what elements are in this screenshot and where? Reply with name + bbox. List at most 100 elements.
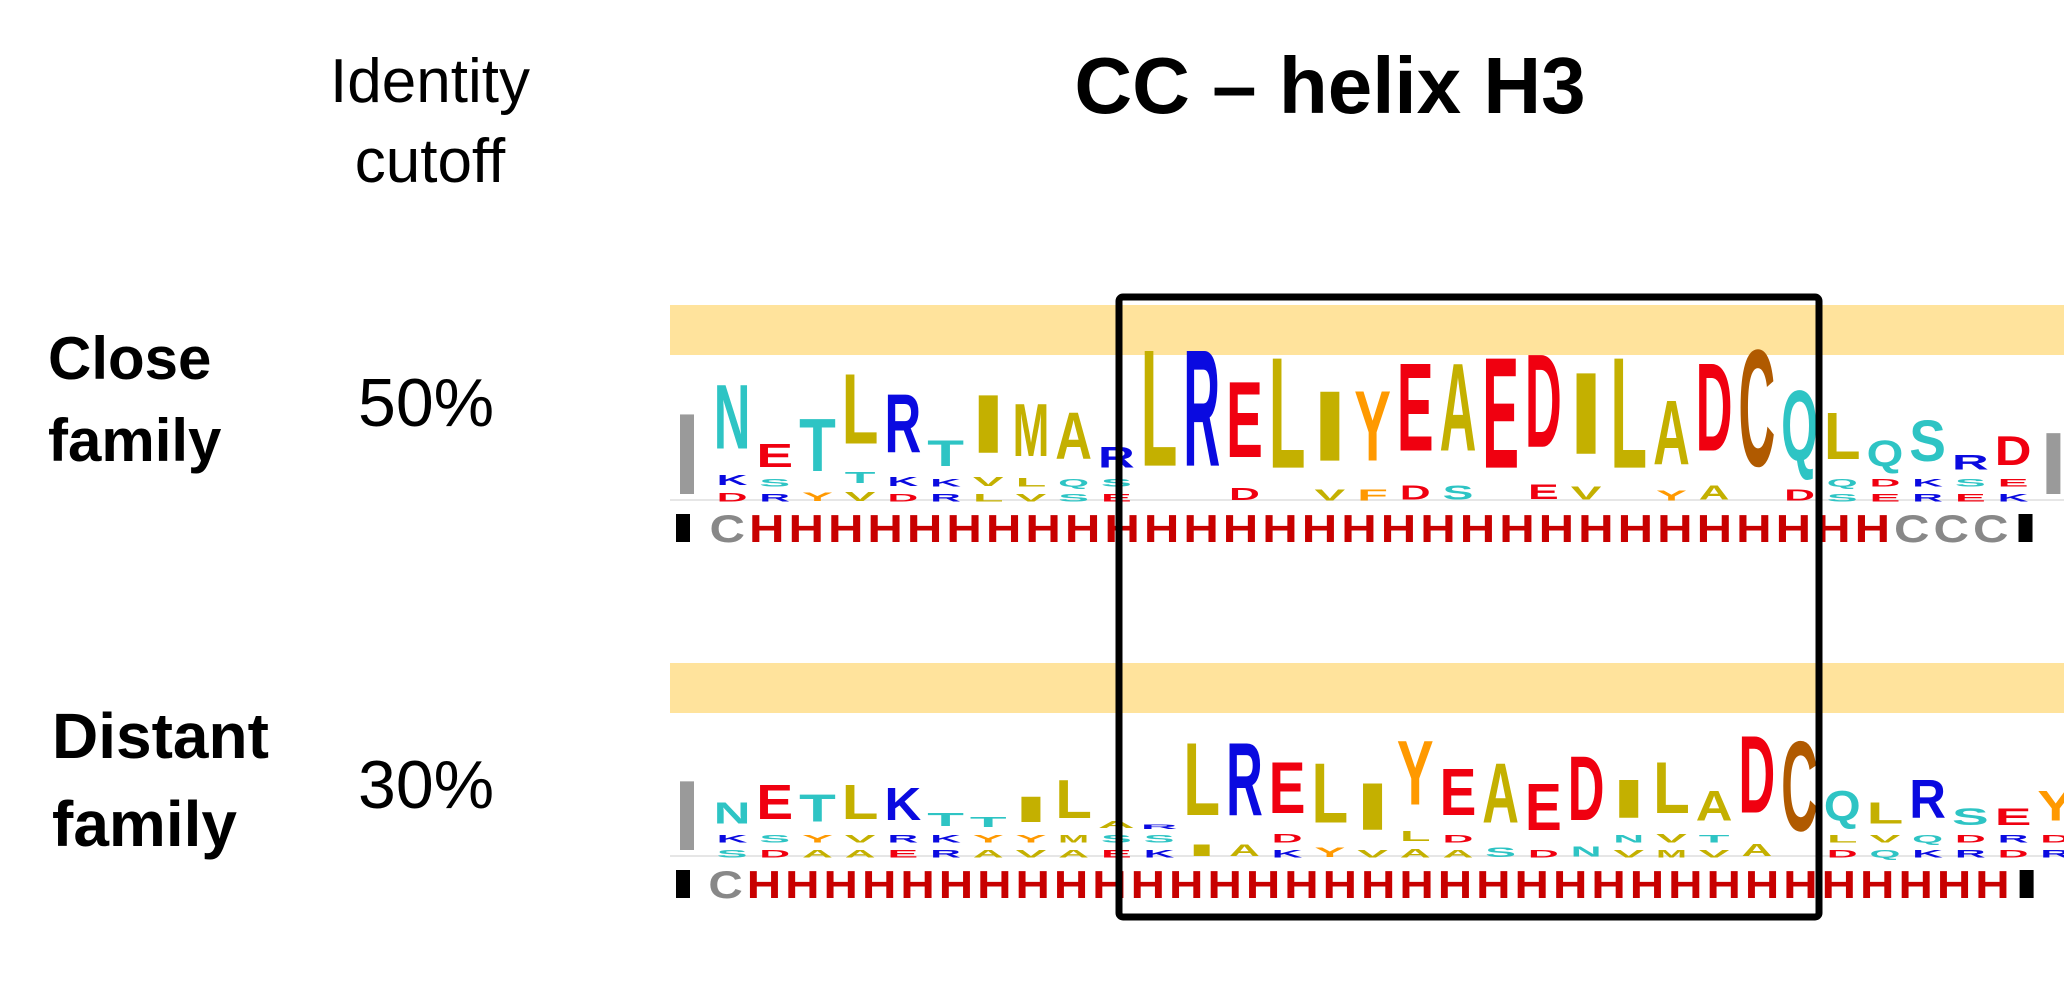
logo-letter: I — [1568, 349, 1605, 479]
family-line-1: Distant — [52, 700, 269, 772]
ss-letter: H — [1262, 507, 1297, 551]
ss-letter: H — [1361, 864, 1395, 907]
ss-letter: H — [977, 864, 1011, 907]
logo-subletter: V — [1870, 833, 1902, 846]
logo-subletter: K — [1272, 847, 1303, 860]
ss-letter: H — [1630, 864, 1664, 907]
logo-letter: R — [1909, 769, 1946, 830]
logo-subletter: R — [1912, 491, 1943, 504]
logo-subletter: V — [845, 489, 876, 504]
logo-subletter: N — [1571, 843, 1602, 860]
logo-subletter: D — [1784, 486, 1815, 504]
ss-letter: H — [1591, 864, 1625, 907]
ss-letter: H — [1399, 864, 1433, 907]
ss-letter: H — [867, 507, 902, 551]
logo-subletter: E — [888, 847, 919, 860]
ss-letter: H — [1618, 507, 1653, 551]
cutoff-distant: 30% — [358, 747, 495, 823]
logo-letter: L — [1269, 324, 1306, 501]
logo-subletter: V — [1357, 847, 1389, 860]
ss-letter: H — [1539, 507, 1574, 551]
logo-subletter: T — [1699, 833, 1730, 846]
ss-letter: H — [1223, 507, 1258, 551]
logo-subletter: K — [930, 833, 961, 846]
logo-letter: T — [970, 814, 1007, 830]
logo-letter: Q — [1781, 370, 1818, 481]
logo-letter: L — [1312, 747, 1349, 842]
logo-letter: I — [970, 377, 1007, 470]
logo-subletter: D — [1229, 485, 1260, 504]
logo-letter: T — [927, 810, 964, 831]
header-line-1: Identity — [330, 47, 530, 116]
logo-subletter: A — [1058, 847, 1089, 860]
family-line-2: family — [52, 788, 237, 860]
ss-letter: H — [986, 507, 1021, 551]
logo-letter: L — [1653, 746, 1690, 829]
ss-letter: H — [1975, 864, 2009, 907]
ss-letter: H — [1323, 864, 1357, 907]
gap-bar — [680, 414, 694, 494]
logo-subletter: D — [1272, 832, 1303, 845]
logo-letter: I — [1354, 768, 1391, 844]
ss-letter: C — [708, 864, 742, 907]
logo-subletter: Q — [1870, 847, 1901, 860]
logo-letter: I — [1610, 769, 1647, 830]
logo-subletter: I — [1186, 842, 1217, 861]
ss-letter: H — [1420, 507, 1455, 551]
logo-subletter: Y — [1315, 845, 1346, 860]
ss-letter: H — [1341, 507, 1376, 551]
logo-letter: T — [799, 786, 836, 830]
ss-letter: H — [862, 864, 896, 907]
logo-letter: L — [842, 775, 879, 830]
ss-terminal — [676, 870, 690, 898]
logo-letter: A — [1055, 399, 1092, 473]
conservation-band — [670, 663, 2064, 713]
logo-subletter: D — [717, 491, 748, 504]
ss-letter: H — [900, 864, 934, 907]
logo-letter: R — [1141, 823, 1178, 830]
ss-letter: H — [1937, 864, 1971, 907]
logo-letter: L — [1141, 316, 1178, 502]
logo-subletter: V — [1016, 491, 1048, 504]
logo-subletter: K — [717, 833, 748, 846]
logo-subletter: E — [1955, 491, 1986, 504]
logo-subletter: R — [930, 847, 961, 860]
ss-letter: C — [1934, 507, 1969, 551]
ss-letter: C — [1894, 507, 1929, 551]
logo-subletter: A — [1742, 841, 1773, 860]
logo-subletter: Q — [1912, 833, 1943, 846]
logo-subletter: F — [1357, 486, 1388, 504]
logo-letter: R — [1183, 316, 1220, 502]
logo-letter: Y — [1397, 721, 1434, 824]
gap-bar — [2046, 433, 2061, 494]
logo-subletter: E — [1998, 477, 2029, 490]
logo-subletter: D — [1528, 847, 1559, 860]
ss-letter: H — [1898, 864, 1932, 907]
family-line-1: Close — [48, 325, 212, 392]
conservation-band — [670, 305, 2064, 355]
logo-subletter: S — [1443, 482, 1474, 504]
ss-letter: H — [1302, 507, 1337, 551]
logo-subletter: A — [1699, 482, 1730, 504]
logo-subletter: V — [1613, 847, 1645, 860]
logo-letter: L — [1055, 769, 1092, 830]
logo-subletter: D — [1827, 847, 1858, 860]
ss-letter: H — [1246, 864, 1280, 907]
logo-letter: Q — [1867, 433, 1904, 474]
logo-subletter: K — [717, 471, 748, 488]
gap-bar — [680, 781, 694, 850]
logo-letter: Y — [1354, 370, 1391, 481]
logo-letter: N — [714, 796, 751, 830]
ss-letter: H — [1460, 507, 1495, 551]
ss-terminal — [676, 514, 690, 542]
logo-letter: R — [1226, 723, 1263, 838]
logo-subletter: D — [1955, 833, 1986, 846]
logo-subletter: K — [888, 474, 919, 489]
logo-subletter: Q — [1058, 477, 1089, 490]
logo-subletter: M — [1058, 833, 1089, 846]
logo-subletter: K — [930, 477, 961, 490]
ss-letter: H — [1707, 864, 1741, 907]
logo-letter: Y — [2037, 783, 2064, 830]
logo-subletter: Y — [802, 833, 833, 846]
family-line-2: family — [48, 407, 222, 474]
